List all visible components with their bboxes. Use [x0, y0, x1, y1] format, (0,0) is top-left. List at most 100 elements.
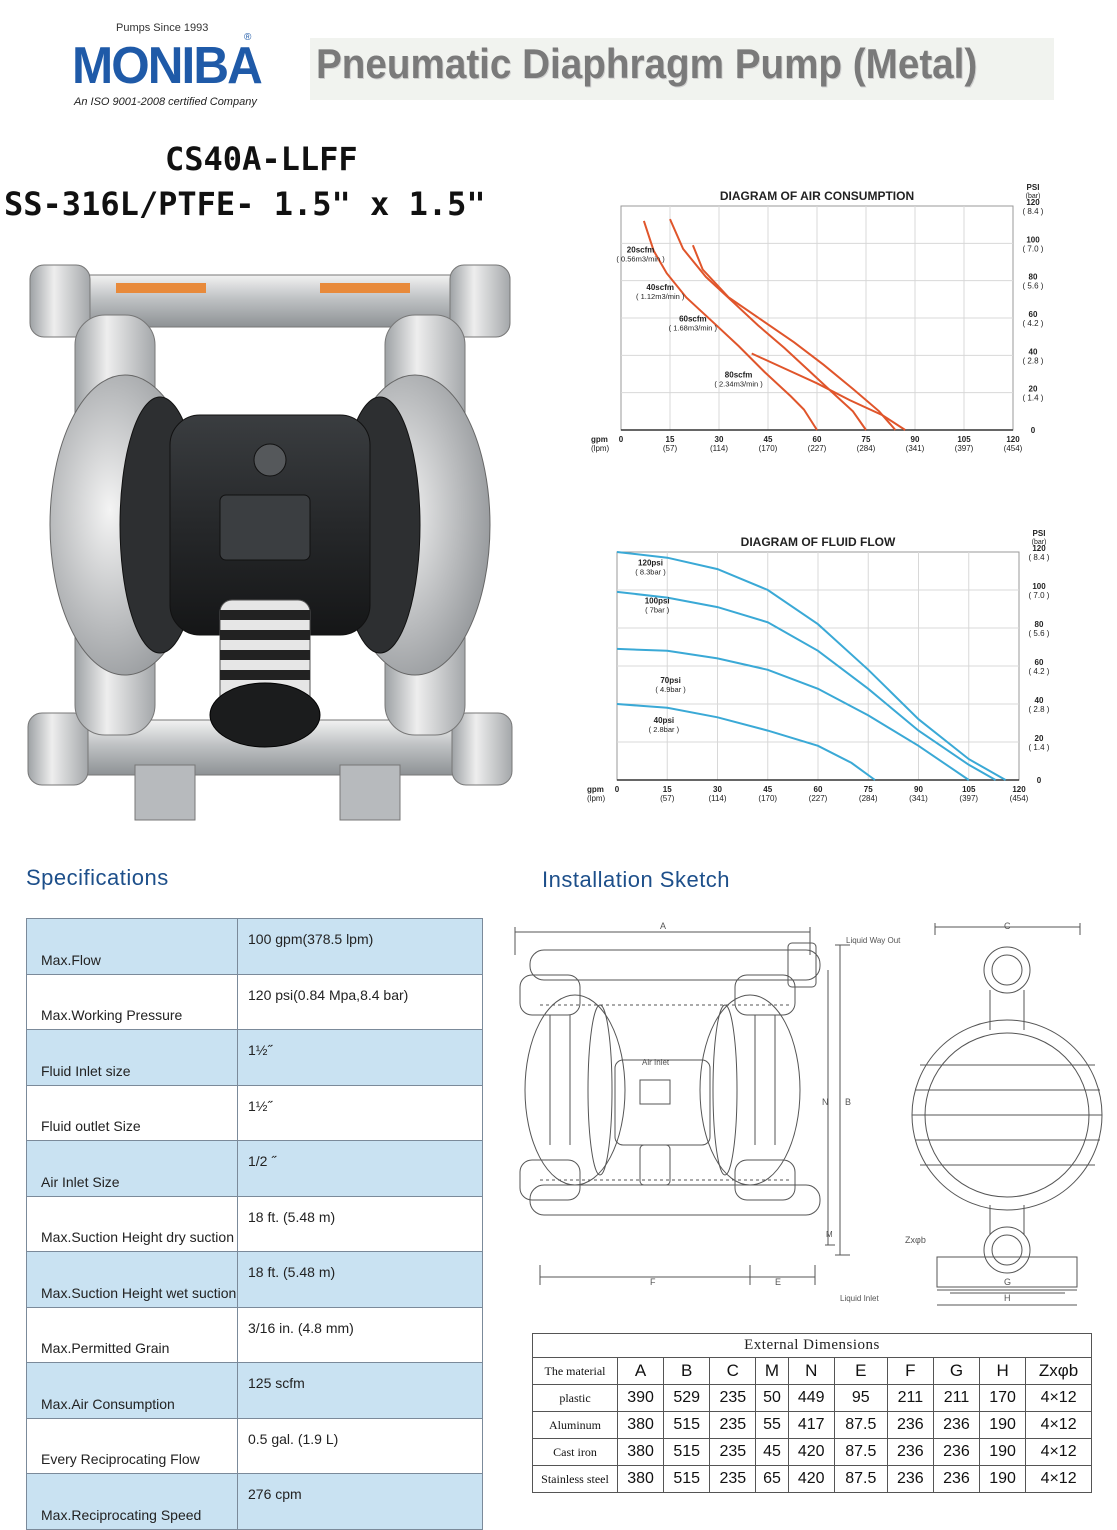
dim-value: 65: [755, 1465, 789, 1493]
spec-label: Max.Permitted Grain: [26, 1306, 238, 1363]
spec-label: Max.Flow: [26, 918, 238, 975]
model-material: SS-316L/PTFE- 1.5" x 1.5": [4, 185, 486, 223]
dim-value: 211: [932, 1384, 981, 1412]
x-tick-sub: (114): [710, 444, 728, 453]
x-tick-sub: (397): [955, 444, 974, 453]
spec-value: 18 ft. (5.48 m): [237, 1251, 483, 1308]
dim-header: A: [616, 1357, 665, 1385]
spec-value: 100 gpm(378.5 lpm): [237, 918, 483, 975]
curve-3: [751, 352, 906, 431]
x-tick-label: 0: [615, 785, 620, 794]
x-tick-sub: (227): [808, 444, 827, 453]
pump-illustration: [27, 264, 513, 821]
y-tick-label: 0: [1037, 776, 1042, 785]
dim-value: 380: [616, 1411, 665, 1439]
dim-value: 236: [932, 1411, 981, 1439]
curve-label: 70psi: [660, 676, 680, 685]
spec-label: Max.Air Consumption: [26, 1362, 238, 1419]
x-tick-label: 15: [663, 785, 672, 794]
curve-sub: ( 4.9bar ): [655, 685, 686, 694]
dim-value: 211: [886, 1384, 934, 1412]
y-tick-sub: ( 7.0 ): [1023, 244, 1044, 253]
x-tick-label: 120: [1006, 435, 1020, 444]
x-tick-sub: (170): [758, 794, 777, 803]
x-tick-sub: (284): [857, 444, 876, 453]
spec-label: Fluid Inlet size: [26, 1029, 238, 1086]
x-tick-sub: (341): [906, 444, 925, 453]
spec-label: Fluid outlet Size: [26, 1084, 238, 1141]
y-tick-sub: ( 2.8 ): [1029, 705, 1050, 714]
x-tick-sub: (57): [663, 444, 678, 453]
y-unit-sub: (bar): [1032, 539, 1047, 546]
dim-header: B: [663, 1357, 711, 1385]
x-tick-label: 30: [713, 785, 722, 794]
sketch-label-c: C: [1004, 921, 1011, 931]
curve-2: [691, 244, 897, 431]
installation-sketch-title: Installation Sketch: [542, 867, 731, 892]
dim-value: 87.5: [833, 1411, 888, 1439]
curve-sub: ( 0.56m3/min ): [616, 255, 665, 264]
y-tick-label: 60: [1035, 658, 1044, 667]
curve-1: [616, 590, 997, 781]
curve-label: 40scfm: [646, 283, 674, 292]
sketch-label-air-inlet: Air Inlet: [642, 1058, 670, 1067]
dim-value: 45: [755, 1438, 789, 1466]
dim-value: 529: [663, 1384, 711, 1412]
x-unit-sub: (lpm): [591, 444, 610, 453]
dim-value: 417: [787, 1411, 835, 1439]
dim-material: plastic: [532, 1384, 618, 1412]
x-tick-label: 90: [914, 785, 923, 794]
y-tick-label: 120: [1032, 544, 1046, 553]
curve-0: [616, 551, 1007, 781]
dim-value: 515: [663, 1438, 711, 1466]
sketch-label-n: N: [822, 1097, 829, 1107]
x-unit: gpm: [587, 785, 604, 794]
sketch-label-h: H: [1004, 1293, 1011, 1303]
dim-value: 380: [616, 1438, 665, 1466]
curve-label: 100psi: [645, 596, 670, 605]
installation-sketch-drawing: A B N M F E C G H Liquid Way Out Air Inl…: [514, 921, 1103, 1306]
dim-value: 236: [932, 1465, 981, 1493]
curve-label: 60scfm: [679, 315, 707, 324]
curve-3: [616, 703, 876, 781]
sketch-label-a: A: [660, 921, 666, 931]
y-tick-label: 20: [1035, 734, 1044, 743]
dim-value: 236: [886, 1438, 934, 1466]
curve-label: 20scfm: [627, 246, 655, 255]
x-tick-label: 120: [1012, 785, 1026, 794]
y-tick-label: 120: [1026, 198, 1040, 207]
dim-header: C: [709, 1357, 757, 1385]
x-tick-label: 15: [666, 435, 675, 444]
spec-value: 0.5 gal. (1.9 L): [237, 1417, 483, 1474]
y-tick-sub: ( 8.4 ): [1023, 207, 1044, 216]
dim-value: 236: [932, 1438, 981, 1466]
x-tick-label: 60: [813, 435, 822, 444]
y-tick-label: 20: [1029, 385, 1038, 394]
y-unit: PSI: [1027, 183, 1040, 192]
x-tick-sub: (57): [660, 794, 675, 803]
y-tick-sub: ( 8.4 ): [1029, 553, 1050, 562]
logo-registered: ®: [244, 32, 252, 43]
dim-material: Aluminum: [532, 1411, 618, 1439]
dim-value: 235: [709, 1411, 757, 1439]
x-tick-label: 0: [619, 435, 624, 444]
logo-brand: MONIBA: [72, 37, 263, 95]
spec-value: 1/2 ˝: [237, 1140, 483, 1197]
sketch-label-f: F: [650, 1277, 656, 1287]
dim-value: 420: [787, 1438, 835, 1466]
x-tick-sub: (341): [909, 794, 928, 803]
dim-value: 380: [616, 1465, 665, 1493]
y-tick-label: 80: [1035, 620, 1044, 629]
